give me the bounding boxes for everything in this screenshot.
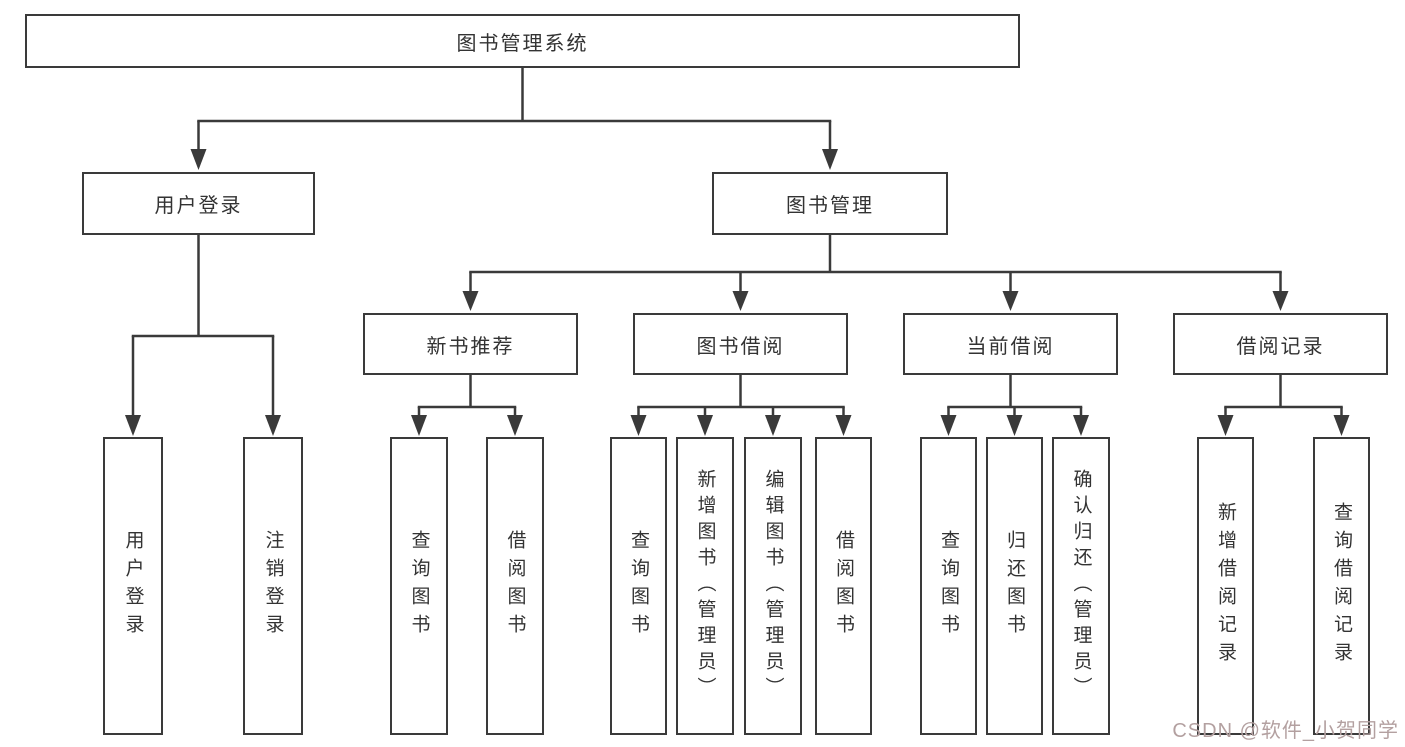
node-label: 用户登录 <box>154 195 243 217</box>
node-label: 新书推荐 <box>426 335 515 358</box>
leaf-query-books-newrec: 查询图书 <box>390 437 448 735</box>
node-current-borrowing: 当前借阅 <box>903 313 1118 375</box>
node-library-management-system: 图书管理系统 <box>25 14 1020 68</box>
connector-newbook-to-leaves <box>411 375 523 436</box>
leaf-add-borrow-record: 新增借阅记录 <box>1197 437 1254 735</box>
leaf-label: 确认归还（管理员） <box>1070 469 1092 703</box>
node-label: 当前借阅 <box>966 335 1055 358</box>
leaf-add-books-admin: 新增图书（管理员） <box>676 437 734 735</box>
leaf-label: 借阅图书 <box>504 530 526 642</box>
node-book-borrowing: 图书借阅 <box>633 313 848 375</box>
node-label: 图书管理系统 <box>456 32 589 55</box>
leaf-logout: 注销登录 <box>243 437 303 735</box>
leaf-query-books-current: 查询图书 <box>920 437 977 735</box>
leaf-borrow-books: 借阅图书 <box>815 437 872 735</box>
connector-root-to-level2 <box>190 68 838 170</box>
leaf-label: 新增图书（管理员） <box>694 469 716 703</box>
connector-currentborrow-to-leaves <box>940 375 1089 436</box>
leaf-user-login: 用户登录 <box>103 437 163 735</box>
node-label: 图书管理 <box>786 195 874 217</box>
leaf-label: 查询图书 <box>408 530 430 642</box>
leaf-edit-books-admin: 编辑图书（管理员） <box>744 437 802 735</box>
connector-bookmgmt-to-level3 <box>462 235 1289 311</box>
leaf-query-books-borrow: 查询图书 <box>610 437 667 735</box>
leaf-label: 归还图书 <box>1004 530 1025 642</box>
leaf-label: 查询借阅记录 <box>1331 502 1352 670</box>
leaf-label: 新增借阅记录 <box>1215 502 1236 670</box>
node-label: 借阅记录 <box>1236 335 1325 358</box>
node-book-management: 图书管理 <box>712 172 948 235</box>
leaf-query-borrow-record: 查询借阅记录 <box>1313 437 1370 735</box>
node-user-login: 用户登录 <box>82 172 315 235</box>
node-borrowing-records: 借阅记录 <box>1173 313 1388 375</box>
connector-borrowrecord-to-leaves <box>1217 375 1350 436</box>
leaf-borrow-books-newrec: 借阅图书 <box>486 437 544 735</box>
watermark-csdn: CSDN @软件_小贺同学 <box>1172 720 1399 742</box>
connector-userlogin-to-leaves <box>125 235 281 436</box>
leaf-return-books: 归还图书 <box>986 437 1043 735</box>
leaf-label: 借阅图书 <box>833 530 854 642</box>
leaf-confirm-return-admin: 确认归还（管理员） <box>1052 437 1110 735</box>
connector-bookborrow-to-leaves <box>630 375 852 436</box>
leaf-label: 查询图书 <box>628 530 649 642</box>
leaf-label: 编辑图书（管理员） <box>762 469 784 703</box>
node-label: 图书借阅 <box>696 335 785 358</box>
leaf-label: 查询图书 <box>938 530 959 642</box>
leaf-label: 用户登录 <box>122 530 144 642</box>
node-new-book-recommend: 新书推荐 <box>363 313 578 375</box>
leaf-label: 注销登录 <box>262 530 284 642</box>
